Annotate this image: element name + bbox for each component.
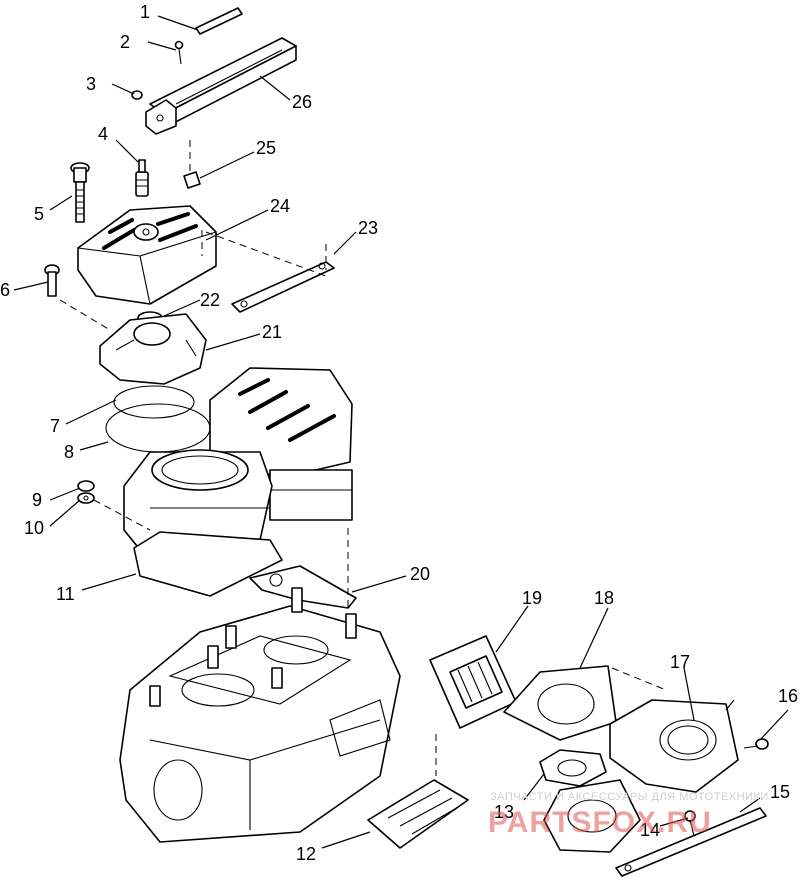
callout-14: 14 bbox=[640, 820, 660, 840]
callout-11: 11 bbox=[56, 584, 75, 604]
part-6-bolt bbox=[44, 264, 60, 297]
leader-lines bbox=[13, 15, 789, 849]
part-11-cylinder bbox=[123, 449, 283, 597]
callout-12: 12 bbox=[296, 844, 316, 864]
part-18-gasket-sheet bbox=[503, 665, 617, 741]
callout-10: 10 bbox=[24, 518, 44, 538]
part-24-head-cover bbox=[77, 205, 217, 305]
callout-20: 20 bbox=[410, 564, 430, 584]
callout-24: 24 bbox=[270, 196, 290, 216]
callout-5: 5 bbox=[34, 204, 44, 224]
part-19-reed-cage bbox=[429, 635, 517, 729]
callout-18: 18 bbox=[594, 588, 614, 608]
part-3-nut bbox=[131, 90, 143, 100]
cylinder-rear bbox=[209, 367, 353, 521]
part-15-strap bbox=[615, 807, 767, 877]
watermark: ЗАПЧАСТИ И АКСЕССУАРЫ ДЛЯ МОТОТЕХНИКИ PA… bbox=[488, 791, 769, 839]
callout-26: 26 bbox=[292, 92, 312, 112]
part-8-o-ring bbox=[105, 403, 211, 453]
callout-8: 8 bbox=[64, 442, 74, 462]
part-25-clip bbox=[183, 171, 201, 189]
crankcase bbox=[119, 587, 401, 843]
callout-2: 2 bbox=[120, 32, 130, 52]
callout-16: 16 bbox=[778, 686, 798, 706]
part-4-spark-plug bbox=[135, 159, 149, 197]
watermark-tagline: ЗАПЧАСТИ И АКСЕССУАРЫ ДЛЯ МОТОТЕХНИКИ bbox=[490, 791, 769, 803]
part-2-screw bbox=[174, 40, 184, 65]
callout-15: 15 bbox=[770, 782, 790, 802]
callout-23: 23 bbox=[358, 218, 378, 238]
part-23-gasket-strip bbox=[231, 261, 335, 313]
callout-13: 13 bbox=[494, 802, 514, 822]
callout-7: 7 bbox=[50, 416, 60, 436]
part-17-intake-manifold bbox=[609, 699, 739, 793]
part-16-bolt bbox=[743, 738, 769, 750]
callout-19: 19 bbox=[522, 588, 542, 608]
callout-25: 25 bbox=[256, 138, 276, 158]
callout-22: 22 bbox=[200, 290, 220, 310]
callout-4: 4 bbox=[98, 124, 108, 144]
callout-labels: 1 2 3 4 5 6 7 8 9 10 11 12 13 14 15 16 1… bbox=[0, 2, 798, 864]
part-9-nut bbox=[77, 480, 95, 492]
callout-21: 21 bbox=[262, 322, 282, 342]
callout-1: 1 bbox=[140, 2, 150, 22]
part-7-o-ring bbox=[113, 385, 195, 419]
part-13-flange-gasket bbox=[539, 749, 607, 787]
callout-17: 17 bbox=[670, 652, 690, 672]
part-10-washer bbox=[77, 492, 95, 504]
part-26-rail bbox=[145, 37, 297, 135]
part-20-base-gasket bbox=[249, 565, 357, 609]
part-1-pin bbox=[195, 7, 243, 35]
watermark-logo-text: PARTSFOX.RU bbox=[488, 806, 712, 839]
callout-6: 6 bbox=[0, 280, 10, 300]
callout-9: 9 bbox=[32, 490, 42, 510]
lower-flange bbox=[543, 779, 641, 853]
callout-3: 3 bbox=[86, 74, 96, 94]
part-21-housing bbox=[99, 313, 207, 385]
part-5-bolt bbox=[70, 162, 90, 223]
part-12-reed-plate bbox=[367, 779, 469, 849]
